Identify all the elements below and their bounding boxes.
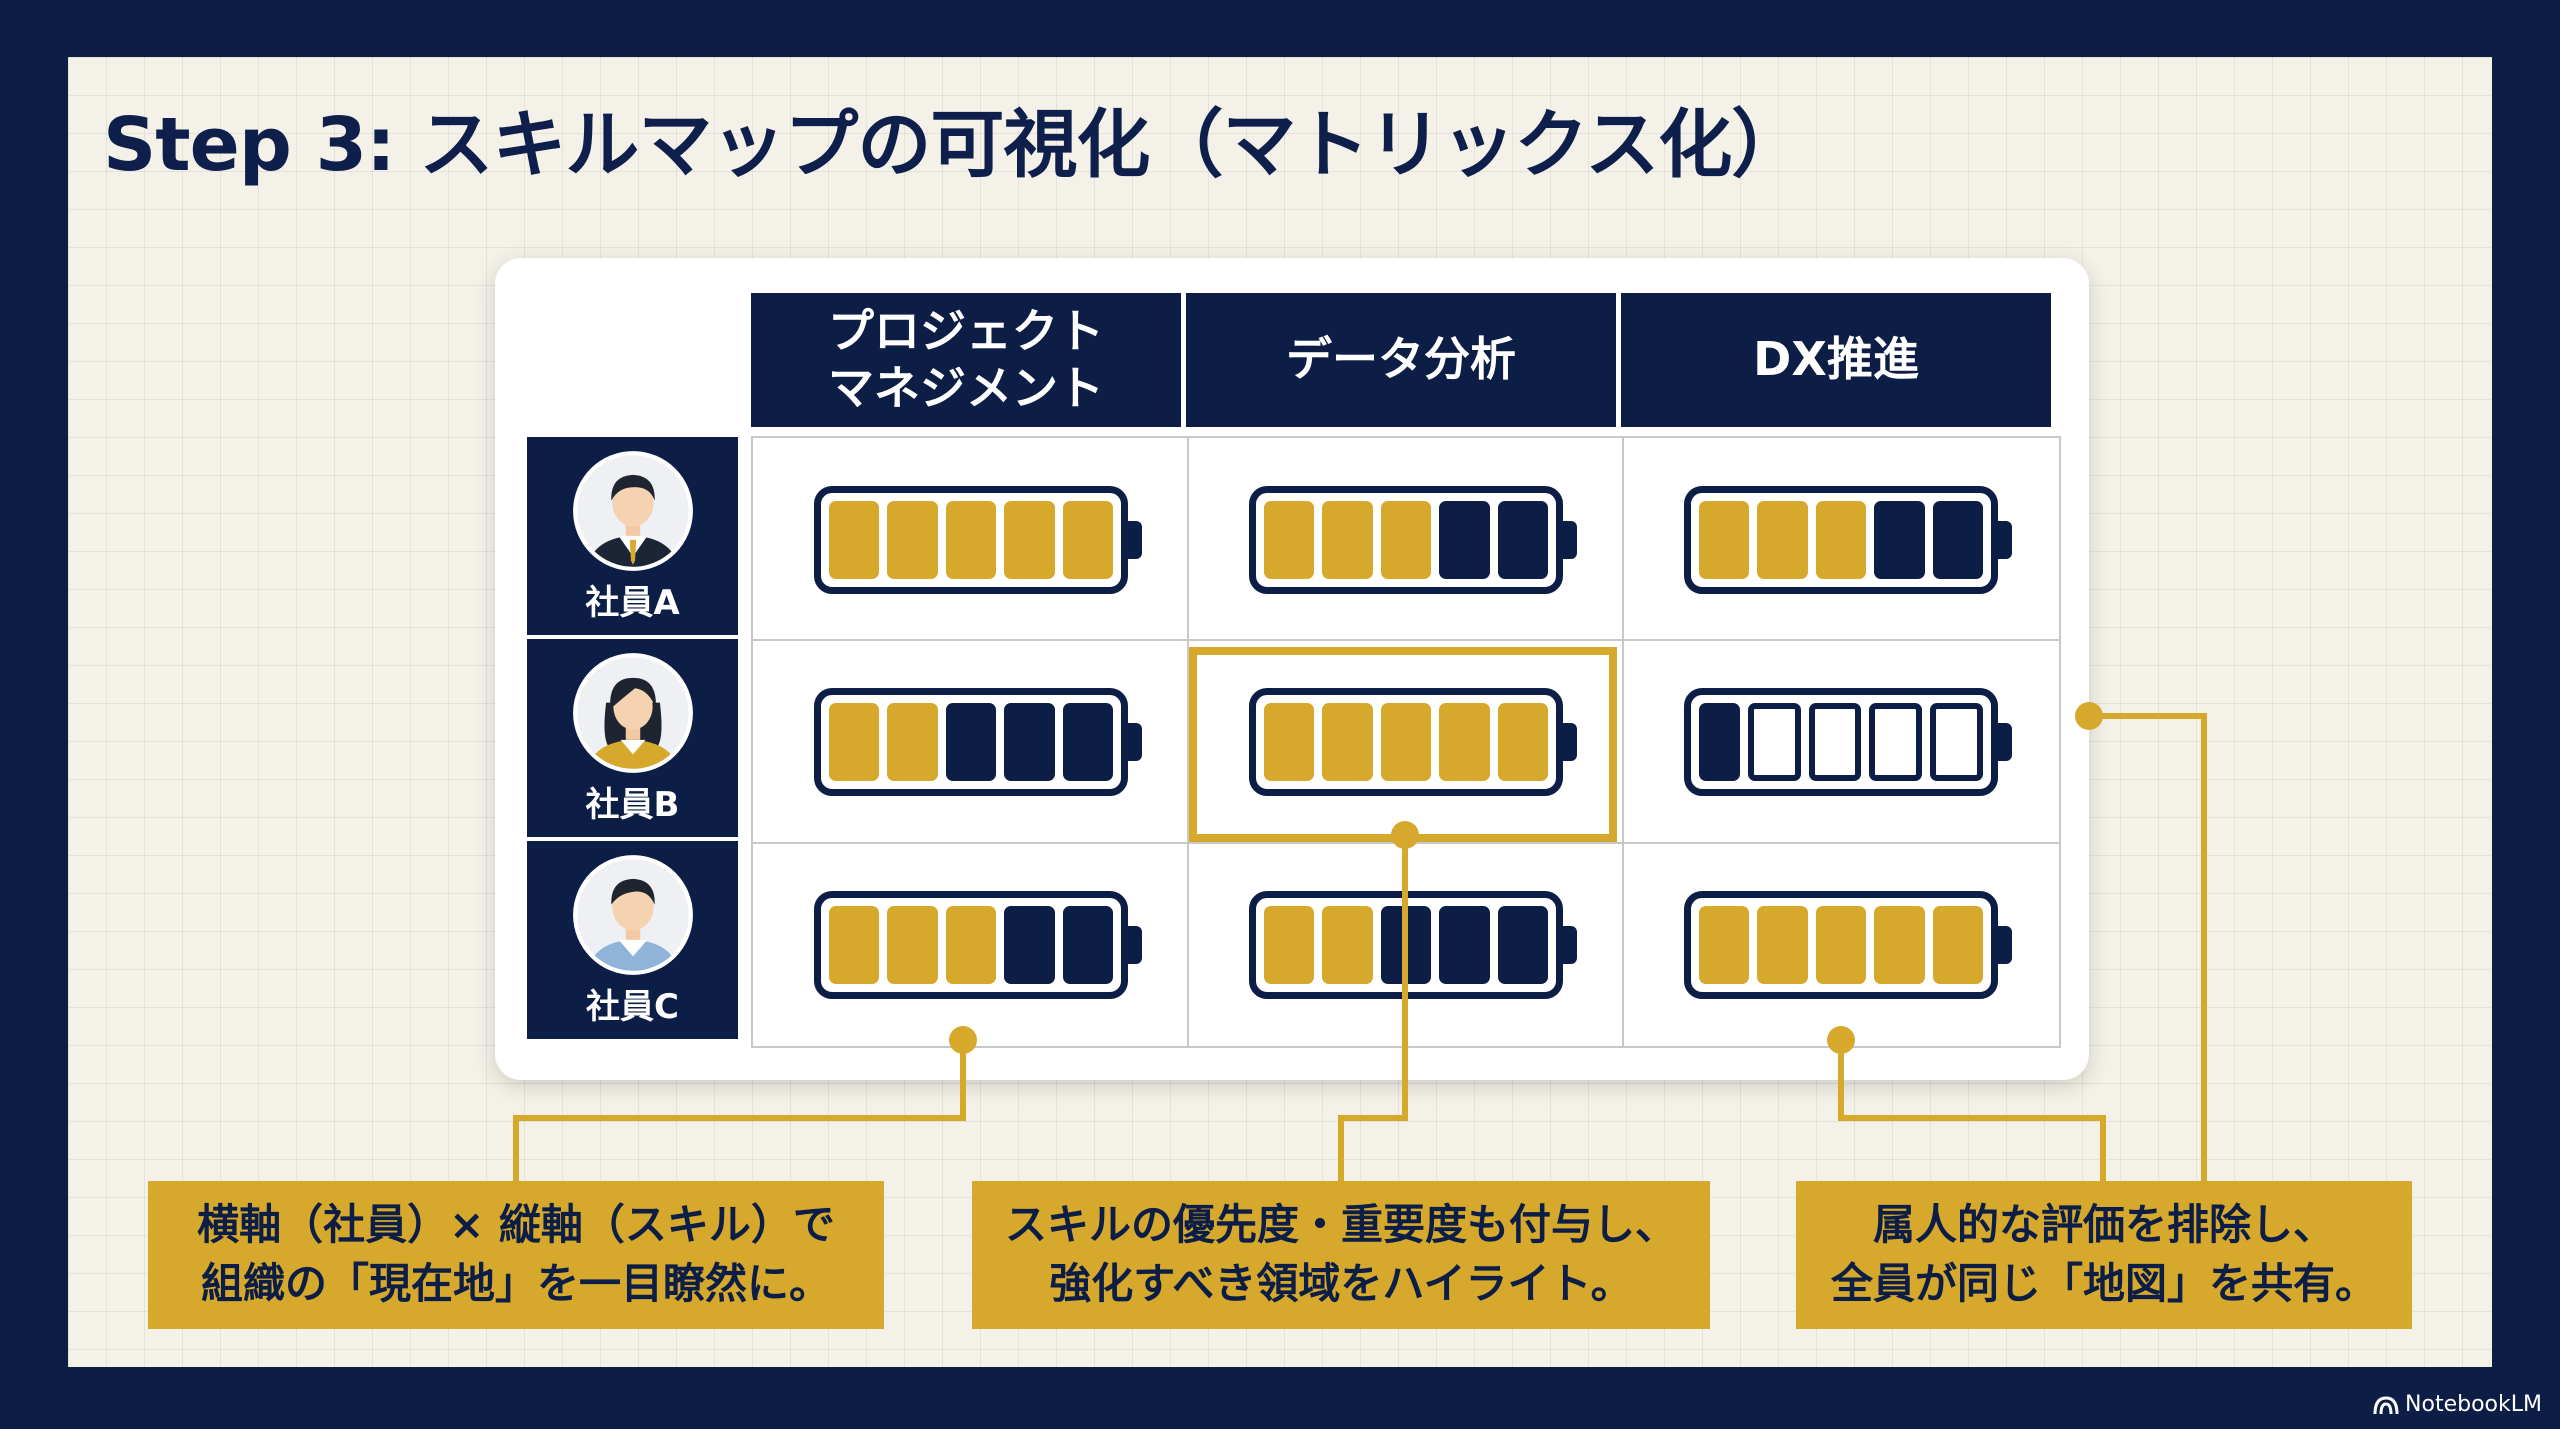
battery-segment	[887, 905, 938, 984]
battery-segment	[1932, 500, 1984, 579]
employee-name: 社員A	[585, 582, 680, 623]
battery-level-icon	[1249, 687, 1577, 796]
brand-name: NotebookLM	[2405, 1392, 2542, 1417]
skill-cell	[1623, 438, 2059, 641]
battery-level-icon	[814, 687, 1142, 796]
battery-segment	[1747, 702, 1801, 781]
notebooklm-logo-icon	[2373, 1395, 2399, 1414]
skill-cell	[1188, 843, 1624, 1046]
battery-segment	[1757, 905, 1808, 984]
woman-avatar-icon	[572, 652, 693, 773]
battery-segment	[1264, 905, 1315, 984]
callout-priority-highlight: スキルの優先度・重要度も付与し、 強化すべき領域をハイライト。	[972, 1181, 1710, 1329]
skill-cell	[1188, 640, 1624, 843]
man-avatar-icon	[572, 450, 693, 571]
battery-segment	[1874, 500, 1925, 579]
battery-segment	[1930, 702, 1983, 781]
callout-text: 属人的な評価を排除し、 全員が同じ「地図」を共有。	[1830, 1200, 2377, 1308]
battery-level-icon	[1249, 485, 1577, 594]
column-header-dx: DX推進	[1621, 293, 2051, 427]
row-header-employee-a: 社員A	[527, 437, 738, 635]
battery-segment	[1815, 500, 1867, 579]
man-avatar-icon	[572, 854, 693, 975]
skill-cell	[753, 843, 1189, 1046]
battery-segment	[1932, 905, 1984, 984]
connector-lines	[513, 702, 2207, 1181]
battery-level-icon	[1684, 890, 2012, 999]
battery-segment	[1808, 702, 1862, 781]
battery-segment	[1439, 500, 1490, 579]
slide: Step 3: スキルマップの可視化（マトリックス化） プロジェクト マネジメン…	[68, 57, 2492, 1367]
battery-segment	[1322, 702, 1373, 781]
battery-segment	[1062, 702, 1114, 781]
battery-segment	[829, 702, 880, 781]
battery-segment	[1699, 905, 1750, 984]
battery-segment	[829, 905, 880, 984]
battery-segment	[1439, 702, 1490, 781]
battery-segment	[1062, 905, 1114, 984]
battery-segment	[1497, 702, 1549, 781]
skill-cell	[753, 438, 1189, 641]
battery-segment	[945, 500, 997, 579]
battery-segment	[1497, 500, 1549, 579]
grid-divider	[753, 639, 2059, 641]
battery-segment	[1874, 905, 1925, 984]
battery-segment	[1004, 500, 1055, 579]
column-header-label: データ分析	[1286, 332, 1516, 387]
battery-segment	[1757, 500, 1808, 579]
skill-cell	[1623, 843, 2059, 1046]
battery-segment	[1264, 702, 1315, 781]
row-header-employee-b: 社員B	[527, 639, 738, 837]
skill-cell	[1623, 640, 2059, 843]
slide-title: Step 3: スキルマップの可視化（マトリックス化）	[103, 102, 1805, 188]
battery-segment	[1699, 500, 1750, 579]
battery-segment	[1380, 500, 1432, 579]
battery-segment	[1004, 702, 1055, 781]
skill-grid	[751, 436, 2061, 1048]
callout-text: 横軸（社員）× 縦軸（スキル）で 組織の「現在地」を一目瞭然に。	[197, 1200, 835, 1308]
grid-divider	[1187, 438, 1189, 1046]
callout-matrix-overview: 横軸（社員）× 縦軸（スキル）で 組織の「現在地」を一目瞭然に。	[148, 1181, 884, 1329]
callout-shared-map: 属人的な評価を排除し、 全員が同じ「地図」を共有。	[1796, 1181, 2412, 1329]
column-header-label: プロジェクト マネジメント	[828, 303, 1104, 416]
battery-level-icon	[1249, 890, 1577, 999]
battery-segment	[1004, 905, 1055, 984]
battery-segment	[887, 702, 938, 781]
skill-matrix-card: プロジェクト マネジメント データ分析 DX推進 社員A	[495, 258, 2089, 1080]
callout-text: スキルの優先度・重要度も付与し、 強化すべき領域をハイライト。	[1004, 1200, 1677, 1308]
battery-level-icon	[1684, 485, 2012, 594]
battery-segment	[1439, 905, 1490, 984]
battery-level-icon	[1684, 687, 2012, 796]
battery-level-icon	[814, 890, 1142, 999]
battery-segment	[1815, 905, 1867, 984]
employee-name: 社員C	[586, 986, 679, 1027]
battery-segment	[1869, 702, 1923, 781]
battery-segment	[945, 702, 997, 781]
column-header-label: DX推進	[1753, 332, 1919, 387]
battery-segment	[1497, 905, 1549, 984]
battery-segment	[829, 500, 880, 579]
skill-cell	[1188, 438, 1624, 641]
employee-name: 社員B	[585, 784, 680, 825]
battery-segment	[1699, 702, 1740, 781]
battery-segment	[887, 500, 938, 579]
battery-segment	[1062, 500, 1114, 579]
battery-segment	[1264, 500, 1315, 579]
row-header-employee-c: 社員C	[527, 841, 738, 1039]
battery-segment	[1380, 702, 1432, 781]
battery-segment	[945, 905, 997, 984]
battery-segment	[1322, 500, 1373, 579]
column-header-project-management: プロジェクト マネジメント	[751, 293, 1181, 427]
skill-cell	[753, 640, 1189, 843]
battery-segment	[1322, 905, 1373, 984]
brand-badge: NotebookLM	[2373, 1392, 2542, 1417]
column-header-data-analysis: データ分析	[1186, 293, 1616, 427]
battery-level-icon	[814, 485, 1142, 594]
grid-divider	[1622, 438, 1624, 1046]
